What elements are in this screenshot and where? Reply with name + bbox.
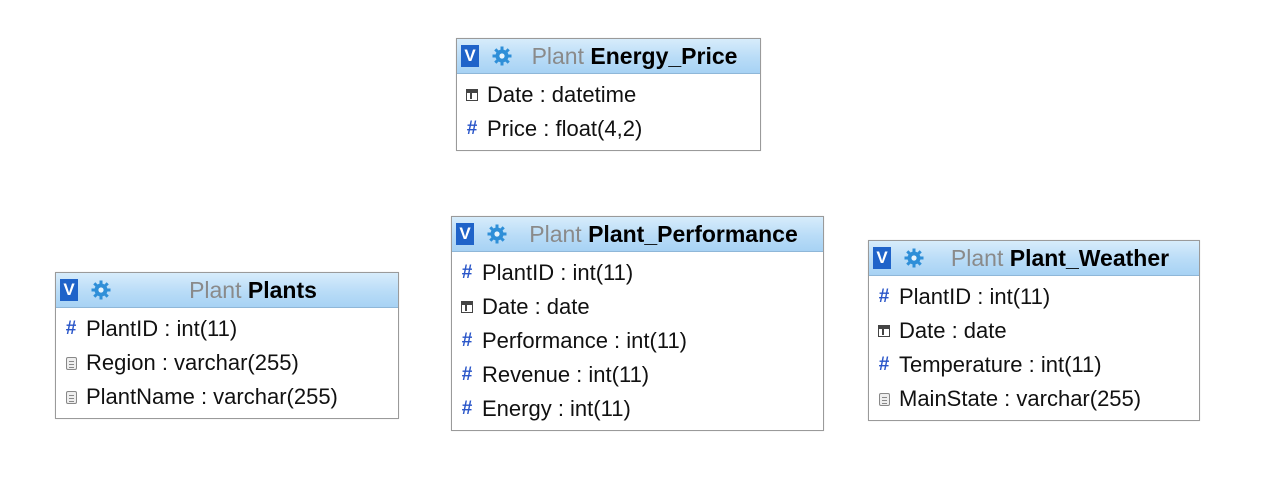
table-name: Plants [247,276,317,303]
text-icon [56,390,86,404]
gear-icon[interactable] [491,45,513,67]
table-energy-price[interactable]: V Plant Energy_Price Date : datetime # Pri… [456,38,761,151]
toggle-button[interactable]: V [461,45,479,67]
hash-icon: # [466,118,478,139]
field-label: MainState : varchar(255) [899,386,1142,411]
table-name: Plant_Weather [1009,244,1170,271]
field-label: Revenue : int(11) [482,362,650,387]
field-label: PlantID : int(11) [899,284,1051,309]
hash-icon: # [461,398,473,419]
field-list: # PlantID : int(11) Date : date # Temperatur… [869,276,1199,420]
field-label: Date : datetime [487,82,637,107]
field-row[interactable]: # PlantID : int(11) [869,280,1199,314]
table-title: Plant Energy_Price [513,43,760,70]
table-header[interactable]: V Plant Plant_Weather [869,241,1199,276]
calendar-icon [452,301,482,313]
table-title: Plant Plants [112,277,398,304]
field-list: Date : datetime # Price : float(4,2) [457,74,760,150]
toggle-button[interactable]: V [873,247,891,269]
table-title: Plant Plant_Performance [508,221,823,248]
text-icon [56,356,86,370]
field-row[interactable]: # Energy : int(11) [452,392,823,426]
field-label: PlantID : int(11) [482,260,634,285]
hash-icon: # [878,286,890,307]
field-row[interactable]: Date : datetime [457,78,760,112]
field-list: # PlantID : int(11) Region : varchar(255) P… [56,308,398,418]
field-label: Energy : int(11) [482,396,631,421]
table-name: Plant_Performance [588,220,798,247]
field-label: Temperature : int(11) [899,352,1102,377]
hash-icon: # [461,262,473,283]
toggle-button[interactable]: V [456,223,474,245]
gear-icon[interactable] [90,279,112,301]
table-plants[interactable]: V Plant Plants # PlantID : int(11) Region … [55,272,399,419]
field-row[interactable]: Date : date [452,290,823,324]
hash-icon: # [461,364,473,385]
field-label: Price : float(4,2) [487,116,643,141]
field-row[interactable]: # Performance : int(11) [452,324,823,358]
gear-icon[interactable] [486,223,508,245]
field-row[interactable]: # PlantID : int(11) [452,256,823,290]
field-row[interactable]: PlantName : varchar(255) [56,380,398,414]
table-name: Energy_Price [590,42,738,69]
database-name: Plant [950,244,1004,271]
toggle-button[interactable]: V [60,279,78,301]
calendar-icon [869,325,899,337]
table-header[interactable]: V Plant Plants [56,273,398,308]
field-row[interactable]: # Revenue : int(11) [452,358,823,392]
hash-icon: # [878,354,890,375]
field-row[interactable]: # Temperature : int(11) [869,348,1199,382]
field-label: Date : date [899,318,1007,343]
table-header[interactable]: V Plant Plant_Performance [452,217,823,252]
database-name: Plant [189,276,242,303]
field-label: Date : date [482,294,590,319]
table-header[interactable]: V Plant Energy_Price [457,39,760,74]
field-row[interactable]: MainState : varchar(255) [869,382,1199,416]
table-plant-performance[interactable]: V Plant Plant_Performance # PlantID : int… [451,216,824,431]
text-icon [869,392,899,406]
field-row[interactable]: Date : date [869,314,1199,348]
table-plant-weather[interactable]: V Plant Plant_Weather # PlantID : int(11)… [868,240,1200,421]
database-name: Plant [529,220,582,247]
field-row[interactable]: # PlantID : int(11) [56,312,398,346]
field-label: PlantName : varchar(255) [86,384,338,409]
field-list: # PlantID : int(11) Date : date # Performanc… [452,252,823,430]
table-title: Plant Plant_Weather [925,245,1199,272]
hash-icon: # [65,318,77,339]
field-row[interactable]: # Price : float(4,2) [457,112,760,146]
gear-icon[interactable] [903,247,925,269]
field-label: PlantID : int(11) [86,316,238,341]
field-label: Performance : int(11) [482,328,688,353]
field-label: Region : varchar(255) [86,350,299,375]
database-name: Plant [531,42,584,69]
calendar-icon [457,89,487,101]
field-row[interactable]: Region : varchar(255) [56,346,398,380]
hash-icon: # [461,330,473,351]
